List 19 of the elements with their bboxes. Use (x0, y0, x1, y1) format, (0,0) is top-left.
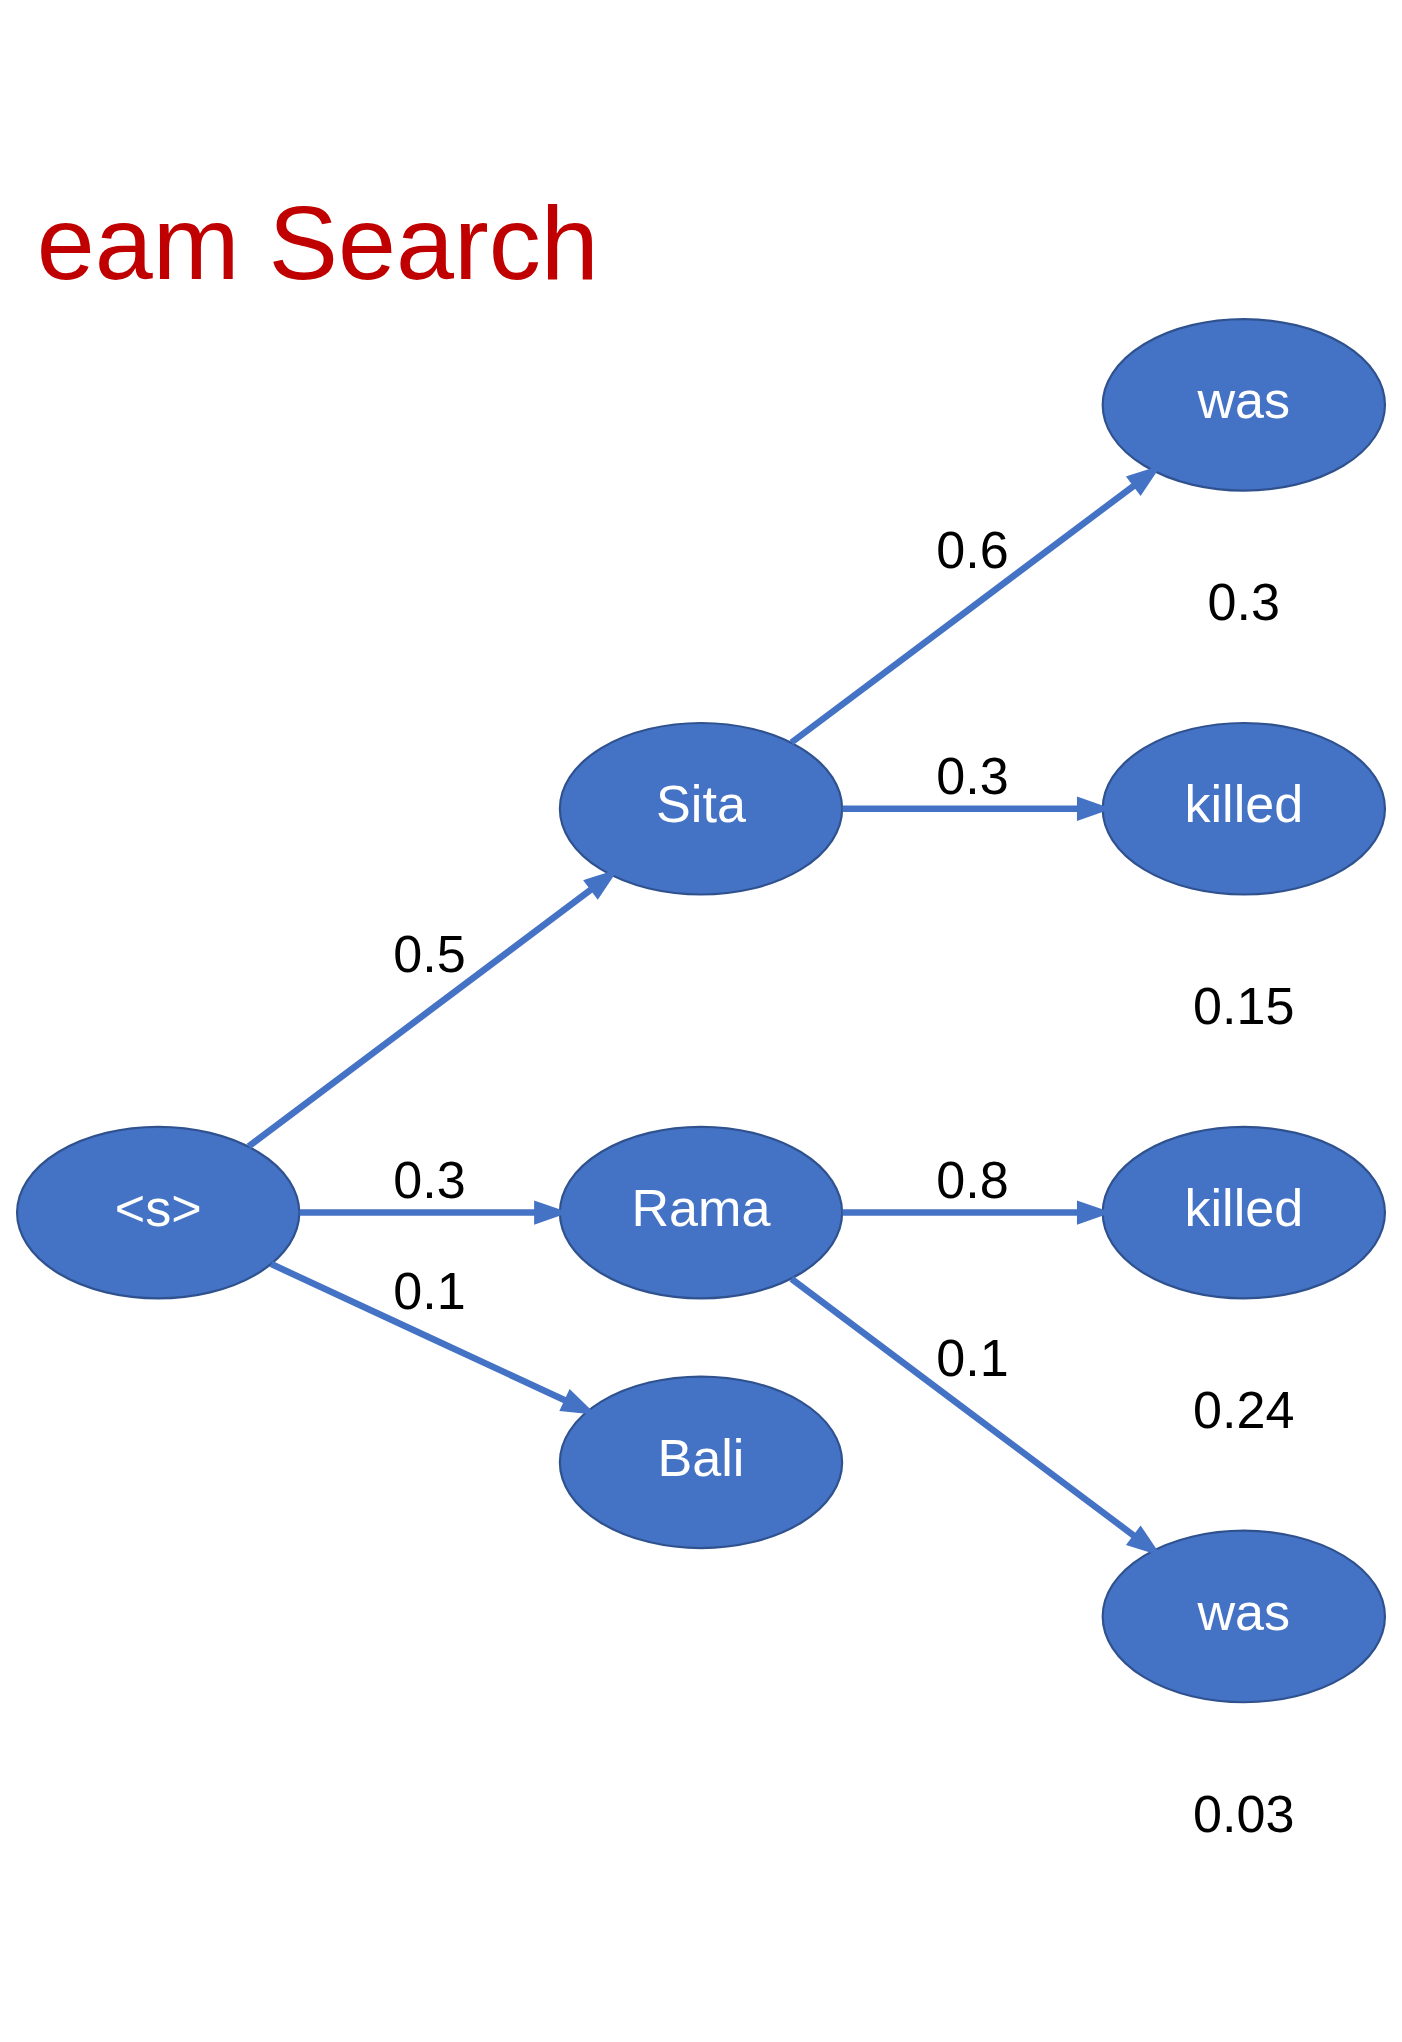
edge-label: 0.3 (393, 1150, 466, 1209)
node-label: 0.24 (1193, 1381, 1295, 1440)
edge-label: 0.1 (936, 1328, 1009, 1387)
edge-label: 0.1 (393, 1261, 466, 1320)
node-ellipse: was (1101, 1529, 1387, 1704)
diagram-title: eam Search (36, 184, 599, 301)
node-ellipse: Sita (558, 721, 844, 896)
node-ellipse: Rama (558, 1125, 844, 1300)
edge-label: 0.6 (936, 521, 1009, 580)
edge-label: 0.3 (936, 746, 1009, 805)
node-label: 0.15 (1193, 977, 1295, 1036)
node-ellipse: killed (1101, 721, 1387, 896)
node-ellipse: was (1101, 318, 1387, 492)
edge-label: 0.5 (393, 925, 466, 984)
node-ellipse: killed (1101, 1125, 1387, 1300)
edge-label: 0.8 (936, 1150, 1009, 1209)
node-label: 0.03 (1193, 1784, 1295, 1843)
node-ellipse: <s> (15, 1125, 301, 1300)
node-label: 0.3 (1207, 573, 1281, 632)
